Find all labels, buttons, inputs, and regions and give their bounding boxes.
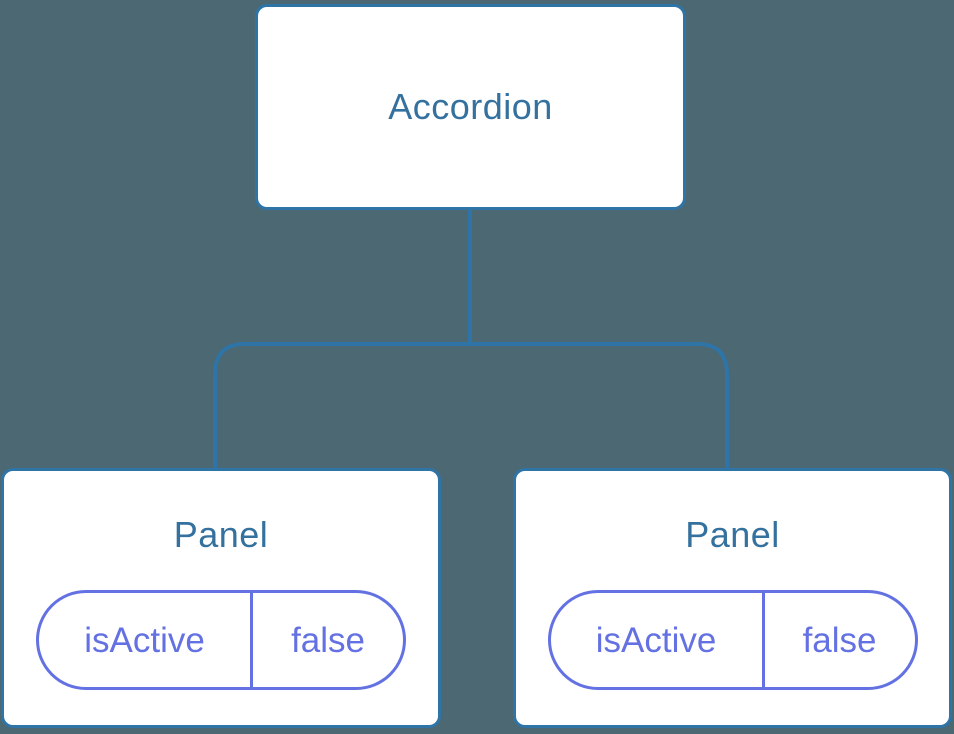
node-panel-2-label: Panel: [685, 514, 780, 555]
state-pill: isActive false: [547, 590, 918, 691]
prop-value: false: [250, 593, 403, 688]
node-panel-1: Panel isActive false: [1, 468, 441, 728]
node-panel-2: Panel isActive false: [513, 468, 952, 728]
prop-value: false: [761, 593, 915, 688]
connector-branch: [213, 342, 729, 470]
prop-name: isActive: [595, 620, 717, 660]
node-accordion: Accordion: [255, 4, 686, 210]
node-accordion-label: Accordion: [388, 86, 553, 128]
prop-name: isActive: [84, 620, 205, 660]
node-panel-1-label: Panel: [173, 514, 269, 555]
state-pill: isActive false: [36, 590, 406, 691]
